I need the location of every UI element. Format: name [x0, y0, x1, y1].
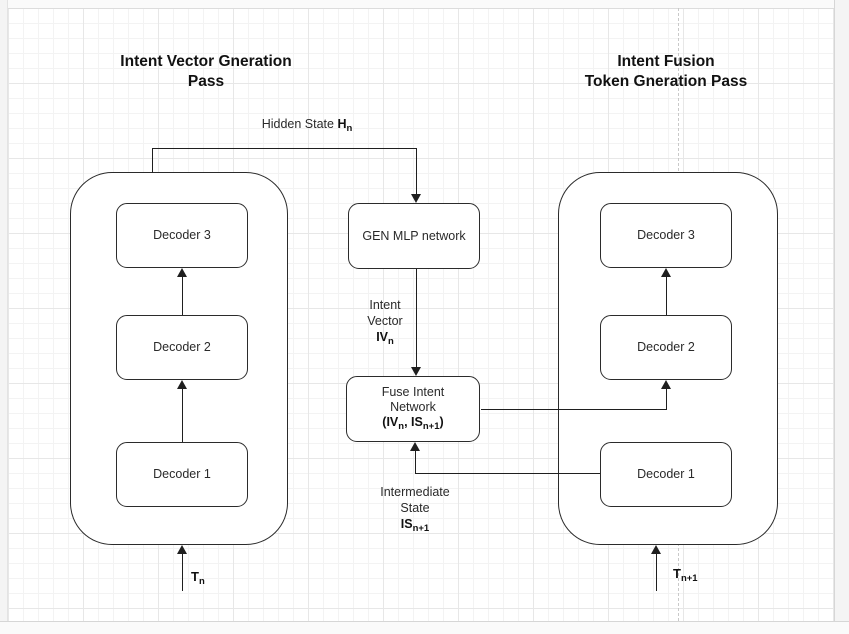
arrowhead-into-right-decoder3	[661, 268, 671, 277]
left-decoder3-node: Decoder 3	[116, 203, 248, 268]
right-decoder2-node: Decoder 2	[600, 315, 732, 380]
left-panel-title-line1: Intent Vector Gneration	[120, 53, 292, 70]
left-decoder2-node: Decoder 2	[116, 315, 248, 380]
right-decoder1-label: Decoder 1	[637, 467, 695, 481]
connector-intent-vector	[416, 269, 417, 367]
fuse-intent-label: Fuse Intent Network (IVn, ISn+1)	[382, 385, 445, 434]
fuse-intent-args: (IVn, ISn+1)	[382, 414, 444, 432]
hidden-state-label: Hidden State Hn	[261, 117, 353, 134]
connector-left-decoder1-to-decoder2	[182, 389, 183, 442]
right-decoder3-node: Decoder 3	[600, 203, 732, 268]
arrowhead-input-right	[651, 545, 661, 554]
left-decoder1-node: Decoder 1	[116, 442, 248, 507]
arrowhead-input-left	[177, 545, 187, 554]
arrowhead-into-left-decoder3	[177, 268, 187, 277]
connector-input-right	[656, 554, 657, 591]
connector-left-decoder2-to-decoder3	[182, 277, 183, 315]
connector-fuse-to-decoder2-horizontal	[481, 409, 667, 410]
arrowhead-into-fuse-bottom	[410, 442, 420, 451]
fuse-intent-line2: Network	[390, 399, 436, 414]
connector-right-decoder2-to-decoder3	[666, 277, 667, 315]
left-decoder3-label: Decoder 3	[153, 228, 211, 242]
right-decoder3-label: Decoder 3	[637, 228, 695, 242]
connector-decoder1-to-fuse-horizontal	[415, 473, 601, 474]
left-decoder2-label: Decoder 2	[153, 340, 211, 354]
intent-vector-label: Intent Vector IVn	[367, 298, 403, 347]
right-panel-title-line2: Token Gneration Pass	[584, 73, 748, 90]
connector-hidden-state-horizontal	[152, 148, 417, 149]
gen-mlp-label: GEN MLP network	[362, 228, 466, 243]
arrowhead-into-gen-mlp	[411, 194, 421, 203]
left-panel-title-line2: Pass	[187, 73, 225, 90]
right-decoder2-label: Decoder 2	[637, 340, 695, 354]
gen-mlp-node: GEN MLP network	[348, 203, 480, 269]
connector-decoder1-to-fuse-vertical	[415, 451, 416, 474]
fuse-intent-line1: Fuse Intent	[381, 384, 445, 399]
arrowhead-into-right-decoder2	[661, 380, 671, 389]
connector-fuse-to-decoder2-vertical	[666, 389, 667, 410]
right-panel-title: Intent Fusion Token Gneration Pass	[550, 52, 782, 92]
connector-input-left	[182, 554, 183, 591]
page-boundary-right	[834, 0, 849, 634]
input-token-label-left: Tn	[191, 569, 205, 587]
connector-hidden-state-stub	[152, 148, 153, 173]
fuse-intent-node: Fuse Intent Network (IVn, ISn+1)	[346, 376, 480, 442]
left-panel-title: Intent Vector Gneration Pass	[90, 52, 322, 92]
right-decoder1-node: Decoder 1	[600, 442, 732, 507]
page-boundary-left	[0, 0, 8, 634]
right-panel-title-line1: Intent Fusion	[617, 53, 715, 70]
connector-hidden-state-vertical	[416, 148, 417, 194]
input-token-label-right: Tn+1	[673, 566, 698, 584]
arrowhead-into-fuse-top	[411, 367, 421, 376]
page-boundary-bottom	[0, 621, 849, 634]
left-decoder1-label: Decoder 1	[153, 467, 211, 481]
page-boundary-top	[0, 0, 849, 9]
intermediate-state-label: Intermediate State ISn+1	[380, 485, 450, 534]
arrowhead-into-left-decoder2	[177, 380, 187, 389]
